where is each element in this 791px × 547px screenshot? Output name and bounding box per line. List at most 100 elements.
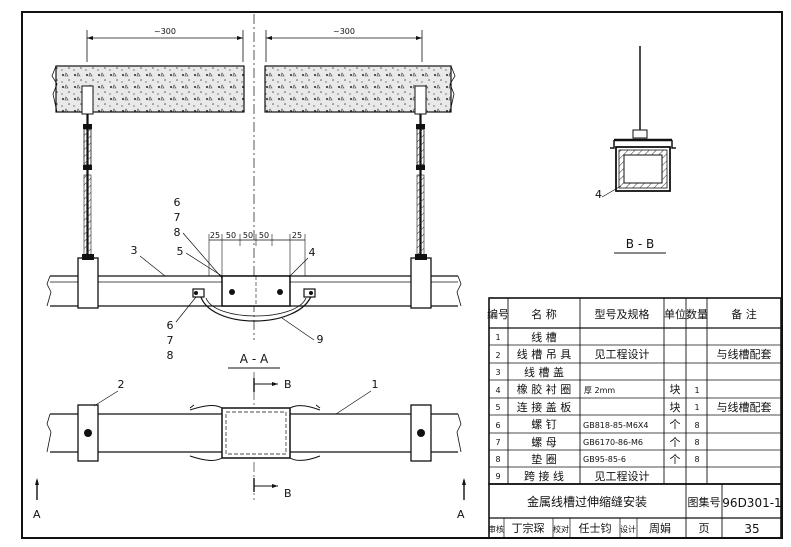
- review-label: 审核: [488, 524, 504, 534]
- dimension-label-right: ~300: [333, 27, 355, 36]
- row-no: 4: [495, 386, 500, 395]
- section-view-bb: 4 B - B: [595, 46, 676, 254]
- title-block: 金属线槽过伸缩缝安装 图集号 96D301-1 审核 丁宗琛 校对 任士钧 设计…: [488, 483, 782, 539]
- cut-a-left-label: A: [33, 508, 41, 521]
- row-no: 7: [495, 438, 500, 447]
- check-name: 任士钧: [579, 521, 612, 535]
- row-unit: 块: [670, 401, 681, 414]
- cut-b-bottom-label: B: [284, 487, 292, 500]
- row-no: 1: [495, 333, 500, 342]
- table-row: 5 连 接 盖 板 块 1 与线槽配套: [495, 400, 771, 414]
- sheet-border: [21, 11, 783, 539]
- row-name: 线 槽 吊 具: [517, 347, 572, 361]
- dim-25-right: 25: [292, 231, 302, 240]
- section-bb-label: B - B: [626, 237, 654, 251]
- header-qty: 数量: [686, 308, 708, 321]
- header-model: 型号及规格: [595, 307, 650, 321]
- row-no: 6: [495, 421, 500, 430]
- row-no: 3: [495, 368, 500, 377]
- callout-6-bottom: 6: [167, 319, 174, 332]
- row-qty: 8: [694, 455, 699, 464]
- callout-3: 3: [131, 244, 138, 257]
- table-row: 4 橡 胶 衬 圈 厚 2mm 块 1: [495, 382, 699, 396]
- callout-7-top: 7: [174, 211, 181, 224]
- page-label: 页: [699, 522, 710, 535]
- atlas-number: 96D301-1: [722, 496, 781, 510]
- row-unit: 个: [670, 418, 681, 431]
- table-row: 6 螺 钉 GB818-85-M6X4 个 8: [495, 418, 699, 431]
- row-name: 垫 圈: [531, 452, 557, 466]
- cut-b-top-label: B: [284, 378, 292, 391]
- header-note: 备 注: [731, 307, 757, 321]
- hanger-left: [81, 85, 94, 258]
- dim-50-b: 50: [243, 231, 253, 240]
- dimension-label-left: ~300: [154, 27, 176, 36]
- row-name: 线 槽: [531, 330, 557, 344]
- table-rows: 1 线 槽 见工程设计 2 线 槽 吊 具 与线槽配套 3 线 槽 盖 4 橡 …: [495, 330, 771, 483]
- row-name: 螺 母: [531, 436, 557, 449]
- row-model: 见工程设计: [595, 470, 650, 483]
- row-unit: 个: [670, 453, 681, 466]
- review-name: 丁宗琛: [512, 521, 545, 535]
- row-name: 螺 钉: [531, 418, 557, 431]
- row-qty: 8: [694, 421, 699, 430]
- row-name: 线 槽 盖: [524, 365, 564, 379]
- row-qty: 8: [694, 438, 699, 447]
- row-unit: 块: [670, 383, 681, 396]
- drawing-title: 金属线槽过伸缩缝安装: [527, 494, 647, 509]
- callout-7-bottom: 7: [167, 334, 174, 347]
- cut-a-left: A: [33, 478, 41, 521]
- callout-9: 9: [317, 333, 324, 346]
- parts-table: 编号 名 称 型号及规格 单位 数量 备 注: [487, 297, 782, 485]
- row-no: 2: [495, 351, 500, 360]
- dim-25-left: 25: [210, 231, 220, 240]
- cut-a-right-label: A: [457, 508, 465, 521]
- row-qty: 1: [694, 386, 699, 395]
- row-note: 与线槽配套: [717, 347, 772, 361]
- callout-4-bb: 4: [595, 188, 602, 201]
- row-name: 连 接 盖 板: [517, 400, 572, 414]
- check-label: 校对: [553, 524, 569, 534]
- callout-8-top: 8: [174, 226, 181, 239]
- row-qty: 1: [694, 403, 699, 412]
- table-row: 7 螺 母 GB6170-86-M6 个 8: [495, 436, 699, 449]
- row-model: 厚 2mm: [584, 386, 615, 395]
- hanger-right: [414, 85, 427, 258]
- trunking-elevation: [46, 254, 462, 322]
- design-name: 周娟: [649, 521, 671, 535]
- table-row: 1 线 槽 见工程设计: [495, 330, 649, 361]
- dimension-left-span: ~300: [86, 27, 244, 62]
- callout-4: 4: [309, 246, 316, 259]
- row-model: GB95-85-6: [583, 455, 626, 464]
- dimension-right-span: ~300: [265, 27, 423, 62]
- atlas-label: 图集号: [688, 495, 721, 509]
- row-note: 与线槽配套: [717, 400, 772, 414]
- row-name: 跨 接 线: [524, 469, 564, 483]
- row-no: 9: [495, 472, 500, 481]
- row-model: 见工程设计: [595, 348, 650, 361]
- dimension-chain-plate: 25 50 50 50 25: [208, 231, 306, 276]
- callout-5: 5: [177, 245, 184, 258]
- row-no: 5: [495, 403, 500, 412]
- header-unit: 单位: [664, 307, 686, 321]
- row-no: 8: [495, 455, 500, 464]
- dim-50-a: 50: [226, 231, 236, 240]
- callouts-elevation: 6 7 8 5 3 4 6 7 8 9: [131, 196, 324, 362]
- header-no: 编号: [487, 307, 509, 321]
- page-number: 35: [744, 522, 759, 536]
- callout-8-bottom: 8: [167, 349, 174, 362]
- callout-1: 1: [372, 378, 379, 391]
- callout-6-top: 6: [174, 196, 181, 209]
- table-row: 9 跨 接 线 见工程设计: [495, 469, 649, 483]
- section-aa-label: A - A: [240, 352, 269, 366]
- table-row: 3 线 槽 盖: [495, 365, 564, 379]
- header-name: 名 称: [531, 307, 557, 321]
- row-unit: 个: [670, 436, 681, 449]
- row-model: GB818-85-M6X4: [583, 421, 648, 430]
- design-label: 设计: [620, 524, 636, 534]
- table-row: 2 线 槽 吊 具 与线槽配套: [495, 347, 771, 361]
- cut-a-right: A: [457, 478, 466, 521]
- row-name: 橡 胶 衬 圈: [517, 382, 572, 396]
- table-row: 8 垫 圈 GB95-85-6 个 8: [495, 452, 699, 466]
